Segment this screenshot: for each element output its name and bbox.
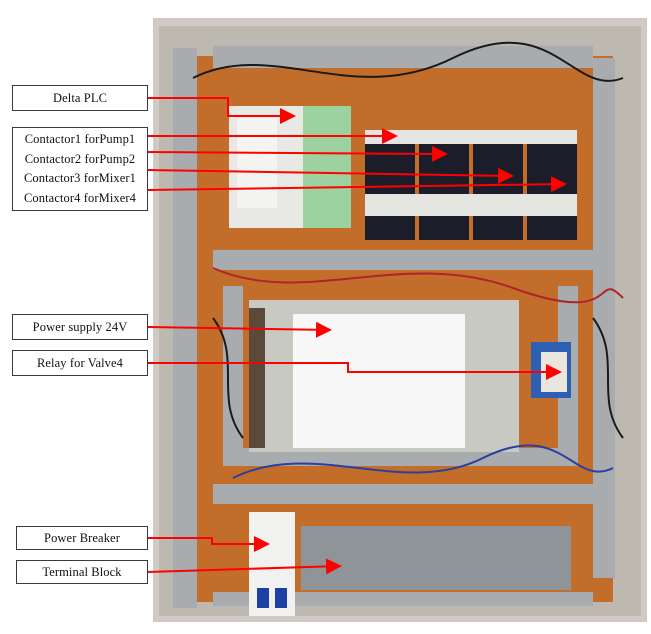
label-power-breaker: Power Breaker bbox=[16, 526, 148, 550]
breaker-unit bbox=[249, 512, 295, 616]
label-terminal-block: Terminal Block bbox=[16, 560, 148, 584]
label-delta-plc: Delta PLC bbox=[12, 85, 148, 111]
lower-trunking bbox=[213, 484, 593, 504]
arrow-delta-plc bbox=[148, 97, 296, 124]
arrow-power-supply bbox=[147, 321, 332, 338]
label-relay: Relay for Valve4 bbox=[12, 350, 148, 376]
arrow-relay bbox=[148, 362, 562, 380]
label-contactor-4: Contactor4 forMixer4 bbox=[23, 190, 137, 205]
label-contactors: Contactor1 forPump1 Contactor2 forPump2 … bbox=[12, 127, 148, 211]
right-trunking bbox=[593, 58, 615, 578]
arrow-contactor-2 bbox=[147, 145, 448, 162]
arrow-power-breaker bbox=[148, 536, 270, 552]
label-power-supply: Power supply 24V bbox=[12, 314, 148, 340]
arrow-contactor-3 bbox=[147, 167, 514, 184]
arrow-terminal-block bbox=[147, 558, 342, 575]
control-panel-photo bbox=[153, 18, 647, 622]
mid-trunking bbox=[213, 250, 593, 270]
label-contactor-1: Contactor1 forPump1 bbox=[24, 132, 136, 147]
top-trunking bbox=[213, 46, 593, 68]
arrow-contactor-4 bbox=[147, 176, 567, 193]
label-contactor-2: Contactor2 forPump2 bbox=[24, 151, 136, 166]
label-contactor-3: Contactor3 forMixer1 bbox=[23, 171, 137, 186]
terminal-block-unit bbox=[301, 526, 571, 590]
contactor-1 bbox=[365, 130, 415, 240]
